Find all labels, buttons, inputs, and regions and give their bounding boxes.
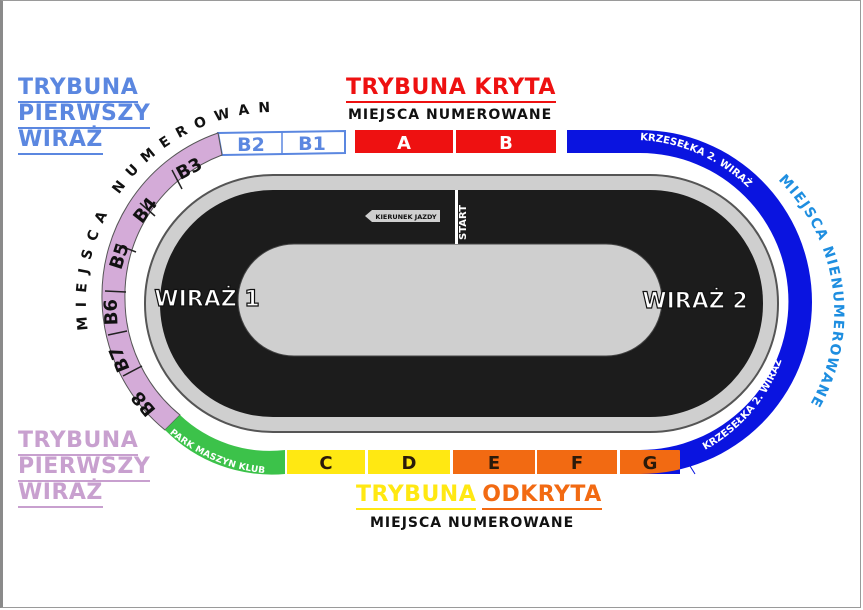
sector-e-label: E (488, 453, 500, 474)
sector-b[interactable] (456, 130, 556, 153)
sector-g-label: G (643, 453, 658, 474)
odkryta-text: ODKRYTA (482, 484, 602, 510)
sector-e[interactable] (453, 450, 535, 474)
sector-b-label: B (499, 133, 513, 154)
trybuna-pierwszy-wiraz-bottom-title: TRYBUNA PIERWSZY WIRAŻ (18, 430, 151, 508)
track (144, 174, 779, 433)
sector-b6-label: B6 (101, 299, 123, 326)
title-line: TRYBUNA (18, 77, 139, 103)
sector-b1-label: B1 (298, 133, 326, 155)
odkryta-subtitle: MIEJSCA NUMEROWANE (370, 515, 575, 531)
sector-c[interactable] (287, 450, 365, 474)
title-line: WIRAŻ (18, 482, 103, 508)
wiraz-2-label: WIRAŻ 2 (642, 288, 747, 314)
sector-g[interactable] (620, 450, 680, 474)
trybuna-kryta-text: TRYBUNA KRYTA (346, 77, 556, 103)
start-label: START (458, 205, 469, 240)
sector-d[interactable] (368, 450, 450, 474)
trybuna-kryta-title: TRYBUNA KRYTA (346, 77, 556, 103)
direction-arrow-icon (365, 210, 440, 222)
trybuna-pierwszy-wiraz-top-title: TRYBUNA PIERWSZY WIRAŻ (18, 77, 151, 155)
start-line (455, 190, 458, 244)
infield (237, 243, 663, 357)
title-line: PIERWSZY (18, 456, 151, 482)
sector-c-label: C (319, 453, 332, 474)
sector-d-label: D (402, 453, 417, 474)
kryta-subtitle: MIEJSCA NUMEROWANE (348, 107, 553, 123)
title-line: PIERWSZY (18, 103, 151, 129)
sector-a-label: A (397, 133, 411, 154)
sector-f[interactable] (537, 450, 617, 474)
title-line: WIRAŻ (18, 129, 103, 155)
kierunek-jazdy-label: KIERUNEK JAZDY (375, 213, 436, 221)
trybuna-text: TRYBUNA (356, 484, 477, 510)
wiraz-1-label: WIRAŻ 1 (154, 286, 259, 312)
title-line: TRYBUNA (18, 430, 139, 456)
sector-a[interactable] (355, 130, 453, 153)
sector-f-label: F (571, 453, 583, 474)
sector-b2-label: B2 (237, 134, 265, 156)
park-maszyn-band[interactable] (165, 415, 285, 475)
